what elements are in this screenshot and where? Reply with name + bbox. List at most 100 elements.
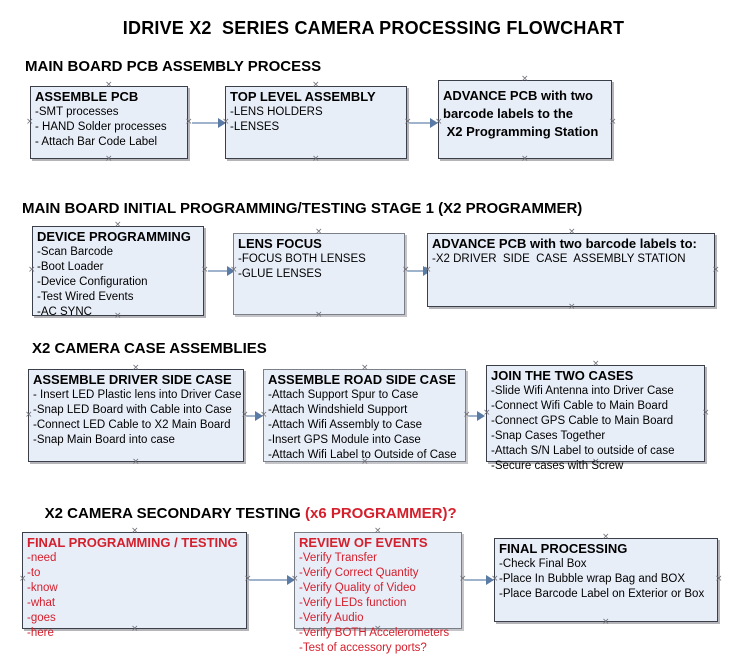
list-item: -to — [27, 567, 41, 579]
connector-line — [192, 122, 221, 124]
box-item-list: -FOCUS BOTH LENSES -GLUE LENSES — [238, 252, 404, 282]
box-item-list: - Insert LED Plastic lens into Driver Ca… — [33, 388, 243, 448]
list-item: -GLUE LENSES — [238, 268, 322, 280]
list-item: -Snap LED Board with Cable into Case — [33, 404, 232, 416]
box-header: ASSEMBLE ROAD SIDE CASE — [268, 372, 456, 387]
box-header: ASSEMBLE DRIVER SIDE CASE — [33, 372, 232, 387]
box-header: REVIEW OF EVENTS — [299, 535, 428, 550]
connection-handle-bottom[interactable] — [521, 156, 528, 163]
connection-handle-bottom[interactable] — [602, 619, 609, 626]
connection-handle-top[interactable] — [131, 528, 138, 535]
list-item: -Attach Wifi Label to Outside of Case — [268, 449, 457, 461]
connection-handle-right[interactable] — [185, 119, 192, 126]
box-advance-pcb-driver-side-case[interactable]: ADVANCE PCB with two barcode labels to: … — [427, 233, 715, 307]
connection-handle-top[interactable] — [312, 82, 319, 89]
connection-handle-left[interactable] — [28, 267, 35, 274]
box-header: FINAL PROCESSING — [499, 541, 628, 556]
box-review-of-events[interactable]: REVIEW OF EVENTS -Verify Transfer -Verif… — [294, 532, 462, 654]
list-item: -Attach Windshield Support — [268, 404, 408, 416]
box-device-programming[interactable]: DEVICE PROGRAMMING -Scan Barcode -Boot L… — [32, 226, 204, 318]
list-item: - HAND Solder processes — [35, 121, 167, 133]
list-item: -here — [27, 627, 54, 639]
list-item: -Boot Loader — [37, 261, 104, 273]
box-assemble-pcb[interactable]: ASSEMBLE PCB -SMT processes - HAND Solde… — [30, 86, 188, 159]
connection-handle-top[interactable] — [602, 534, 609, 541]
connection-handle-top[interactable] — [114, 222, 121, 229]
box-item-list: -Scan Barcode -Boot Loader -Device Confi… — [37, 245, 203, 320]
connection-handle-top[interactable] — [568, 229, 575, 236]
connection-handle-right[interactable] — [609, 119, 616, 126]
connection-handle-left[interactable] — [424, 267, 431, 274]
connection-handle-bottom[interactable] — [105, 156, 112, 163]
connection-handle-right[interactable] — [702, 410, 709, 417]
list-item: -Insert GPS Module into Case — [268, 434, 421, 446]
connection-handle-left[interactable] — [483, 410, 490, 417]
box-assemble-road-side-case[interactable]: ASSEMBLE ROAD SIDE CASE -Attach Support … — [263, 369, 466, 462]
section-title-main-board-pcb-assembly: MAIN BOARD PCB ASSEMBLY PROCESS — [25, 58, 322, 75]
list-item: -goes — [27, 612, 56, 624]
connection-handle-bottom[interactable] — [114, 313, 121, 320]
connection-handle-top[interactable] — [361, 365, 368, 372]
list-item: -what — [27, 597, 56, 609]
box-assemble-driver-side-case[interactable]: ASSEMBLE DRIVER SIDE CASE - Insert LED P… — [28, 369, 244, 462]
list-item: -Snap Cases Together — [491, 430, 606, 442]
box-top-level-assembly[interactable]: TOP LEVEL ASSEMBLY -LENS HOLDERS -LENSES — [225, 86, 407, 159]
connector-line — [208, 270, 230, 272]
connector-arrowhead — [430, 118, 438, 128]
box-join-the-two-cases[interactable]: JOIN THE TWO CASES -Slide Wifi Antenna i… — [486, 365, 705, 472]
connection-handle-bottom[interactable] — [315, 312, 322, 319]
connection-handle-left[interactable] — [291, 576, 298, 583]
connection-handle-top[interactable] — [132, 365, 139, 372]
connection-handle-top[interactable] — [374, 528, 381, 535]
connection-handle-bottom[interactable] — [132, 459, 139, 466]
box-item-list: -X2 DRIVER SIDE CASE ASSEMBLY STATION — [432, 252, 714, 267]
connection-handle-top[interactable] — [592, 361, 599, 368]
list-item: -Place Barcode Label on Exterior or Box — [499, 588, 705, 600]
box-lens-focus[interactable]: LENS FOCUS -FOCUS BOTH LENSES -GLUE LENS… — [233, 233, 405, 315]
connection-handle-left[interactable] — [260, 412, 267, 419]
connection-handle-bottom[interactable] — [592, 459, 599, 466]
connection-handle-left[interactable] — [222, 119, 229, 126]
list-item: -Attach S/N Label to outside of case — [491, 445, 675, 457]
connection-handle-right[interactable] — [715, 576, 722, 583]
connection-handle-bottom[interactable] — [312, 156, 319, 163]
list-item: -Attach Wifi Assembly to Case — [268, 419, 423, 431]
connection-handle-right[interactable] — [712, 267, 719, 274]
connection-handle-bottom[interactable] — [361, 459, 368, 466]
connection-handle-left[interactable] — [230, 267, 237, 274]
connection-handle-right[interactable] — [201, 267, 208, 274]
list-item: -Verify Transfer — [299, 552, 377, 564]
box-header: JOIN THE TWO CASES — [491, 368, 634, 383]
box-final-processing[interactable]: FINAL PROCESSING -Check Final Box -Place… — [494, 538, 718, 622]
connection-handle-bottom[interactable] — [374, 626, 381, 633]
connector-line — [469, 415, 483, 417]
box-final-programming-testing[interactable]: FINAL PROGRAMMING / TESTING -need -to -k… — [22, 532, 247, 639]
connection-handle-left[interactable] — [435, 119, 442, 126]
connection-handle-bottom[interactable] — [131, 626, 138, 633]
connection-handle-left[interactable] — [491, 576, 498, 583]
section-title-x2-camera-secondary-testing: X2 CAMERA SECONDARY TESTING (x6 PROGRAMM… — [28, 488, 457, 539]
list-item: -Connect GPS Cable to Main Board — [491, 415, 674, 427]
box-item-list: -Attach Support Spur to Case -Attach Win… — [268, 388, 465, 463]
connection-handle-left[interactable] — [26, 119, 33, 126]
box-header: DEVICE PROGRAMMING — [37, 229, 191, 244]
list-item: -LENSES — [230, 121, 280, 133]
page-title: IDRIVE X2 SERIES CAMERA PROCESSING FLOWC… — [122, 18, 625, 38]
connection-handle-top[interactable] — [315, 229, 322, 236]
box-advance-pcb-x2-programming-station[interactable]: ADVANCE PCB with two barcode labels to t… — [438, 80, 612, 159]
list-item: - Insert LED Plastic lens into Driver Ca… — [33, 389, 242, 401]
list-item: -Test Wired Events — [37, 291, 134, 303]
connection-handle-top[interactable] — [105, 82, 112, 89]
box-header: ASSEMBLE PCB — [35, 89, 139, 104]
connection-handle-left[interactable] — [19, 576, 26, 583]
section-title-main-board-initial-programming: MAIN BOARD INITIAL PROGRAMMING/TESTING S… — [22, 200, 583, 217]
connection-handle-bottom[interactable] — [568, 304, 575, 311]
section-title-x2-camera-case-assemblies: X2 CAMERA CASE ASSEMBLIES — [32, 340, 267, 357]
list-item: -FOCUS BOTH LENSES — [238, 253, 366, 265]
connection-handle-top[interactable] — [521, 76, 528, 83]
box-item-list: -Verify Transfer -Verify Correct Quantit… — [299, 551, 461, 656]
connector-line — [250, 579, 291, 581]
list-item: -Scan Barcode — [37, 246, 114, 258]
connector-line — [408, 270, 426, 272]
connection-handle-left[interactable] — [25, 412, 32, 419]
